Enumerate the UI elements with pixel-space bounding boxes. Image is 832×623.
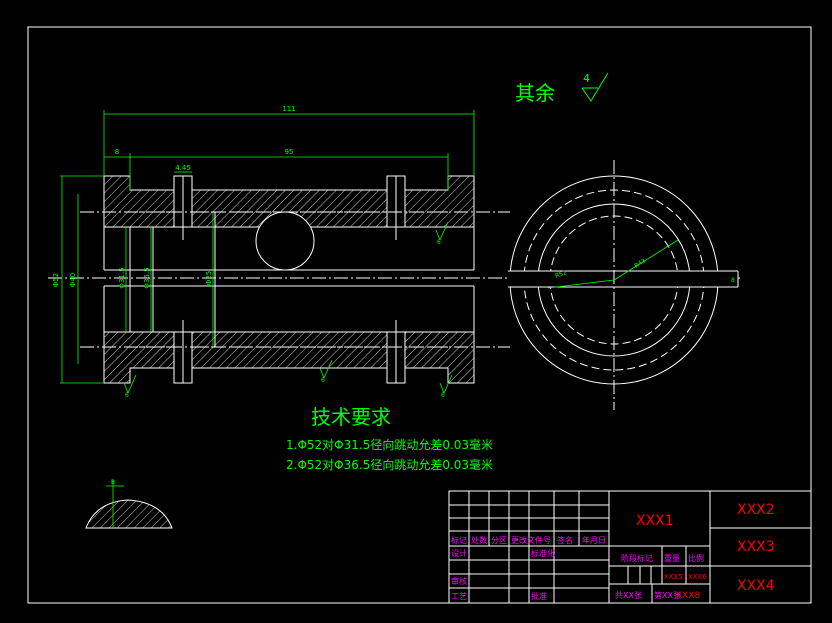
detail-view xyxy=(85,480,173,529)
cross-hole xyxy=(255,211,315,271)
tb-label-mark: 标记 xyxy=(451,535,467,545)
title-block-values: XXX5 XXX6 XXX8 XXX1 XXX2 XXX3 XXX4 xyxy=(636,502,775,601)
tb-sheet-no: 第XX张 xyxy=(654,590,681,600)
tb-name: XXX1 xyxy=(636,513,674,529)
surface-roughness-symbol xyxy=(581,72,609,102)
title-block xyxy=(448,490,812,604)
tb-label-review: 审核 xyxy=(451,576,467,586)
tb-weight-value: XXX5 xyxy=(664,573,683,581)
tb-label-process: 工艺 xyxy=(451,592,467,601)
tb-label-signature: 签名 xyxy=(557,535,573,545)
tb-scale-value: XXX6 xyxy=(688,573,707,581)
tb-company: XXX2 xyxy=(737,502,775,518)
dim-slot: 8 xyxy=(731,277,735,284)
roughness-mark-1: 6 xyxy=(437,239,441,246)
dim-outer-1: Φ52 xyxy=(52,273,60,287)
surface-note: 其余 xyxy=(515,81,555,105)
front-section-view xyxy=(48,175,740,384)
dim-bore-2: Φ36.5 xyxy=(143,267,151,288)
tb-label-stage: 阶段标记 xyxy=(621,553,653,563)
tb-label-standard: 标准化 xyxy=(531,548,555,558)
tb-material: XXX4 xyxy=(737,578,775,594)
tb-sheets-total: 共XX张 xyxy=(615,591,642,600)
tb-label-count: 处数 xyxy=(471,535,487,545)
tb-label-zone: 分区 xyxy=(491,536,507,545)
side-view xyxy=(508,160,739,410)
roughness-mark-2: 6 xyxy=(321,377,325,384)
dim-overall-length: 111 xyxy=(282,105,295,113)
dim-left-offset: 8 xyxy=(115,148,119,156)
dim-small-width: 4.45 xyxy=(175,164,191,172)
roughness-marks xyxy=(123,221,453,395)
dim-outer-2: Φ40 xyxy=(69,273,77,287)
dim-bore-3: Φ25 xyxy=(205,271,213,285)
tech-item-2: 2.Φ52对Φ36.5径向跳动允差0.03毫米 xyxy=(286,457,493,472)
dim-bore-1: Φ31.5 xyxy=(118,267,126,288)
dim-radius-outer: R43 xyxy=(633,257,647,269)
tech-title: 技术要求 xyxy=(311,405,391,429)
title-block-labels: 标记 处数 分区 更改文件号 签名 年月日 设计 标准化 审核 工艺 批准 阶段… xyxy=(451,535,704,601)
tb-label-approve: 批准 xyxy=(531,591,547,601)
tb-label-date: 年月日 xyxy=(582,535,606,545)
tb-label-design: 设计 xyxy=(451,548,467,558)
tb-sheets-suffix: XXX8 xyxy=(676,591,700,601)
drawing-border xyxy=(27,26,812,604)
tb-label-weight: 重量 xyxy=(664,553,680,563)
detail-label: B xyxy=(111,479,115,486)
tb-drawing-no: XXX3 xyxy=(737,539,775,555)
tb-label-change-doc: 更改文件号 xyxy=(511,535,551,545)
roughness-mark-3: 6 xyxy=(125,392,129,399)
bottom-wall-section xyxy=(103,331,475,384)
surface-roughness-value: 4 xyxy=(583,72,590,85)
dim-radius-inner: R52 xyxy=(554,269,568,280)
side-view-dims xyxy=(547,239,679,289)
tech-item-1: 1.Φ52对Φ31.5径向跳动允差0.03毫米 xyxy=(286,437,493,452)
dimension-labels: 111 8 95 4.45 Φ52 Φ40 Φ31.5 Φ36.5 Φ25 xyxy=(52,105,296,289)
dimensions xyxy=(60,110,475,384)
tb-label-scale: 比例 xyxy=(688,553,704,563)
roughness-mark-4: 6 xyxy=(441,392,445,399)
dim-inner-length: 95 xyxy=(285,148,294,156)
